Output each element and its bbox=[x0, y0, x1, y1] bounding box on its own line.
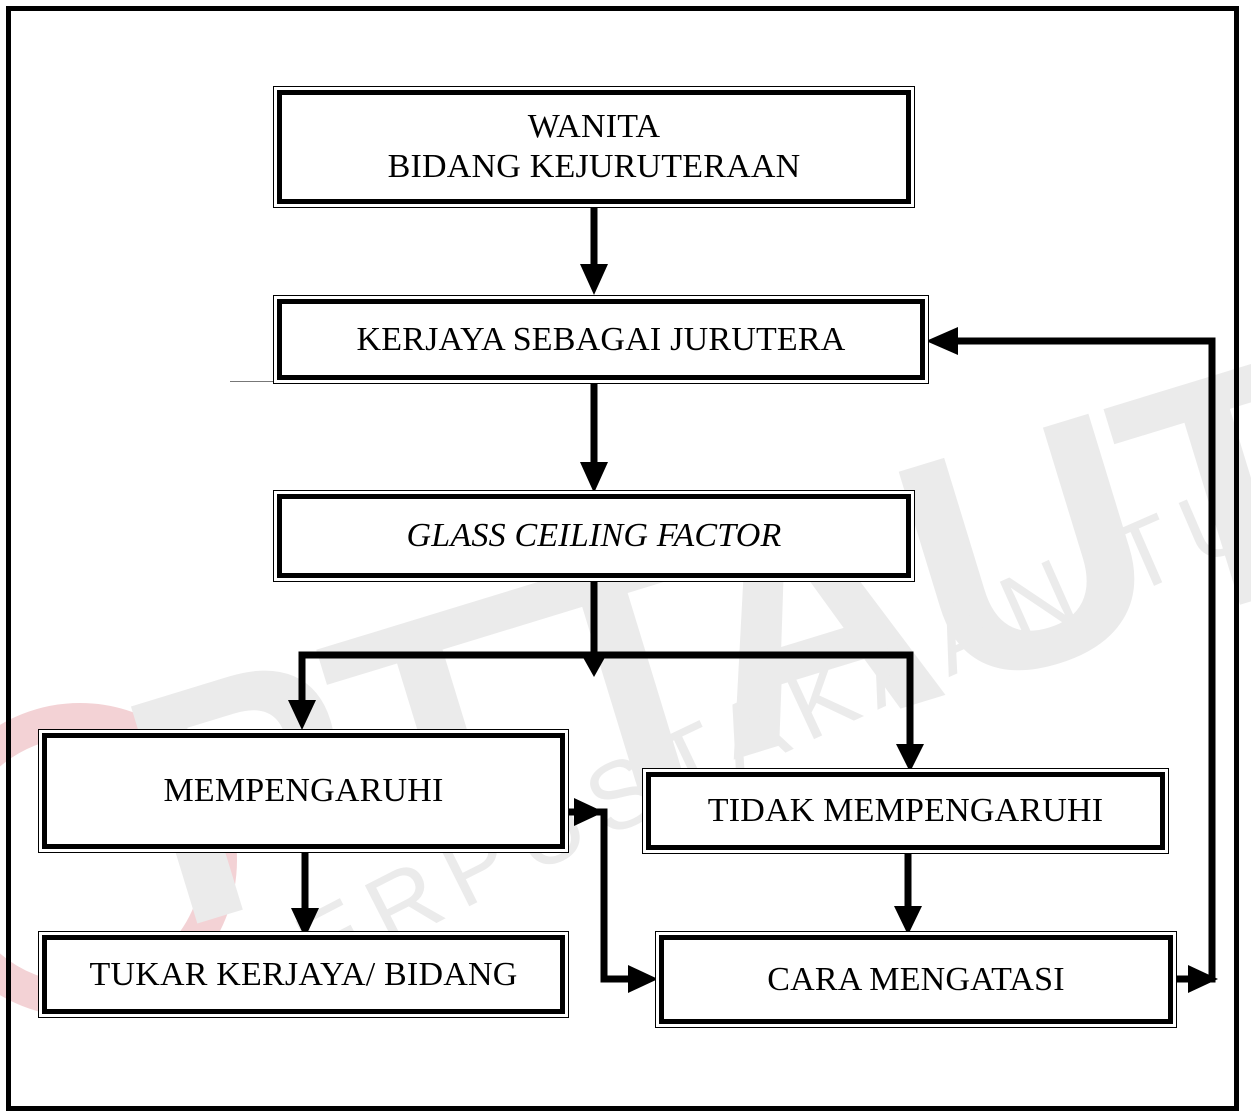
arrowhead-glass-split bbox=[580, 652, 608, 677]
box-glass-label: GLASS CEILING FACTOR bbox=[406, 517, 782, 554]
box-tidak-mempengaruhi: TIDAK MEMPENGARUHI bbox=[642, 768, 1169, 854]
arrowhead-glass bbox=[580, 462, 608, 493]
arrowhead-cara-left bbox=[628, 965, 658, 993]
box-mempengaruhi: MEMPENGARUHI bbox=[38, 729, 569, 853]
arrowhead-kerjaya-loop bbox=[926, 327, 958, 355]
arrowhead-tidak bbox=[896, 744, 924, 772]
box-tukar-kerjaya: TUKAR KERJAYA/ BIDANG bbox=[38, 931, 569, 1018]
arrowhead-kerjaya bbox=[580, 264, 608, 295]
box-mempengaruhi-label: MEMPENGARUHI bbox=[163, 772, 444, 809]
box-kerjaya: KERJAYA SEBAGAI JURUTERA bbox=[273, 295, 929, 384]
arrow-mempengaruhi-to-cara bbox=[566, 808, 636, 983]
arrowhead-mempengaruhi bbox=[288, 700, 316, 730]
box-wanita: WANITA BIDANG KEJURUTERAAN bbox=[273, 86, 915, 208]
box-cara-label: CARA MENGATASI bbox=[767, 960, 1065, 998]
arrowhead-cara-top bbox=[894, 906, 922, 935]
arrow-cara-loop-back bbox=[956, 337, 1216, 983]
stray-mark bbox=[230, 381, 280, 382]
box-wanita-line2: BIDANG KEJURUTERAAN bbox=[387, 148, 801, 185]
arrowhead-tukar bbox=[291, 908, 319, 938]
box-cara-mengatasi: CARA MENGATASI bbox=[655, 931, 1177, 1028]
box-glass-ceiling: GLASS CEILING FACTOR bbox=[273, 490, 915, 582]
arrowhead-mempengaruhi-right bbox=[574, 798, 604, 826]
box-kerjaya-label: KERJAYA SEBAGAI JURUTERA bbox=[356, 320, 846, 358]
box-tidak-label: TIDAK MEMPENGARUHI bbox=[707, 792, 1104, 829]
arrowhead-cara-right bbox=[1188, 965, 1218, 993]
diagram-frame bbox=[6, 6, 1239, 1111]
box-tukar-label: TUKAR KERJAYA/ BIDANG bbox=[89, 955, 518, 993]
box-wanita-line1: WANITA bbox=[527, 108, 661, 145]
